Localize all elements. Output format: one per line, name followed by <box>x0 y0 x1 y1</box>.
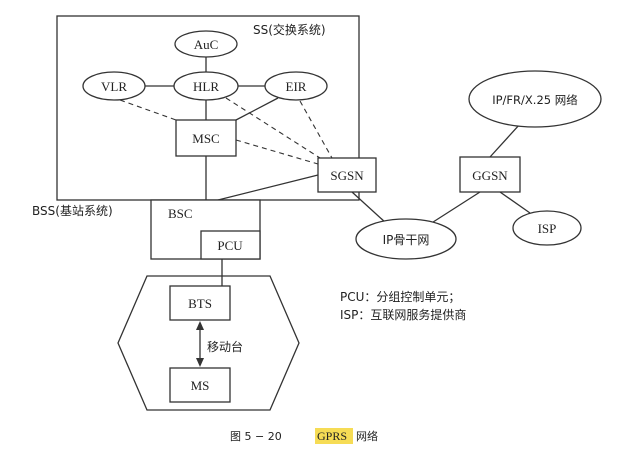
hlr-label: HLR <box>193 79 219 94</box>
ip-backbone-label: IP骨干网 <box>383 233 430 247</box>
link-vlr-msc-dashed <box>119 99 177 121</box>
link-ggsn-isp <box>499 191 531 214</box>
ms-label: MS <box>191 378 210 393</box>
bts-label: BTS <box>188 296 212 311</box>
link-sgsn-ipbackbone <box>351 191 387 224</box>
ip-fr-x25-network-label: IP/FR/X.25 网络 <box>492 93 578 107</box>
bss-label: BSS(基站系统) <box>32 204 113 218</box>
auc-node <box>174 30 238 58</box>
arrowhead-up <box>196 321 204 330</box>
eir-label: EIR <box>286 79 307 94</box>
legend-isp: ISP：互联网服务提供商 <box>340 307 466 322</box>
link-hlr-sgsn-dashed <box>225 97 321 159</box>
ip-fr-x25-network-node <box>468 70 602 128</box>
caption-highlight <box>315 428 353 444</box>
link-eir-msc <box>235 97 279 121</box>
vlr-node <box>82 71 146 101</box>
link-eir-sgsn-dashed <box>299 100 333 159</box>
caption-suffix: 网络 <box>356 429 378 443</box>
link-bsc-sgsn <box>205 174 319 204</box>
caption-prefix: 图 5 − 20 <box>230 430 282 443</box>
auc-label: AuC <box>194 37 219 52</box>
msc-node <box>175 119 237 157</box>
link-ggsn-ipnetwork <box>489 123 521 158</box>
sgsn-node <box>317 157 377 193</box>
vlr-label: VLR <box>101 79 127 94</box>
ip-backbone-node <box>355 218 457 260</box>
legend-pcu: PCU：分组控制单元； <box>340 290 460 304</box>
bsc-label: BSC <box>168 206 193 221</box>
arrowhead-down <box>196 358 204 367</box>
mobile-station-link-label: 移动台 <box>207 339 243 354</box>
msc-label: MSC <box>192 131 219 146</box>
isp-node <box>512 210 582 246</box>
caption-highlight-text: GPRS <box>317 429 347 443</box>
sgsn-label: SGSN <box>330 168 364 183</box>
ss-label: SS(交换系统) <box>253 22 326 37</box>
ms-node <box>169 367 231 403</box>
ggsn-node <box>459 156 521 193</box>
pcu-node <box>200 230 261 260</box>
ggsn-label: GGSN <box>472 168 508 183</box>
pcu-label: PCU <box>217 238 243 253</box>
link-ipbackbone-ggsn <box>429 191 481 225</box>
isp-label: ISP <box>538 221 557 236</box>
link-msc-sgsn-dashed <box>235 139 319 165</box>
eir-node <box>264 71 328 101</box>
hlr-node <box>173 71 239 101</box>
bts-node <box>169 285 231 321</box>
mobile-station-hexagon <box>117 275 300 411</box>
connections <box>119 57 531 286</box>
